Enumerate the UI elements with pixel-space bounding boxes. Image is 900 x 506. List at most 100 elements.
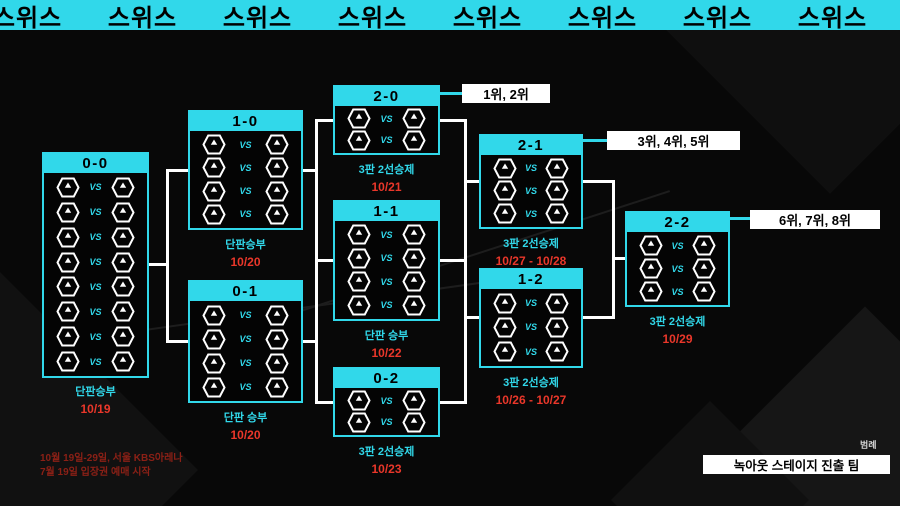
box-label: 3판 2선승제 10/23 xyxy=(323,443,450,476)
matchup-row: VS xyxy=(44,326,147,347)
record-header: 0-2 xyxy=(335,369,438,388)
team-placeholder-hexagon-icon xyxy=(111,252,135,273)
connector xyxy=(583,180,612,183)
matchup-row: VS xyxy=(190,377,301,398)
team-placeholder-hexagon-icon xyxy=(111,227,135,248)
matchup-row: VS xyxy=(627,258,728,279)
matchup-row: VS xyxy=(190,329,301,350)
event-info: 10월 19일-29일, 서울 KBS아레나 7월 19일 입장권 예매 시작 xyxy=(40,452,183,480)
team-placeholder-hexagon-icon xyxy=(111,326,135,347)
team-placeholder-hexagon-icon xyxy=(265,181,289,202)
team-placeholder-hexagon-icon xyxy=(265,377,289,397)
team-placeholder-hexagon-icon xyxy=(56,301,80,322)
team-placeholder-hexagon-icon xyxy=(545,341,569,362)
team-placeholder-hexagon-icon xyxy=(402,248,426,269)
record-header: 2-2 xyxy=(627,213,728,232)
team-placeholder-hexagon-icon xyxy=(202,181,226,202)
matchup-row: VS xyxy=(190,204,301,225)
match-date: 10/20 xyxy=(230,255,261,269)
team-placeholder-hexagon-icon xyxy=(347,130,371,151)
box-label: 단판승부 10/19 xyxy=(32,383,159,416)
banner-title: 스위스 xyxy=(890,0,900,30)
connector xyxy=(440,401,464,404)
rank-box-1-2: 1위, 2위 xyxy=(462,84,550,103)
team-placeholder-hexagon-icon xyxy=(347,271,371,292)
matchup-row: VS xyxy=(335,108,438,129)
team-placeholder-hexagon-icon xyxy=(493,180,517,201)
vs-label: VS xyxy=(380,300,393,311)
box-label: 단판승부 10/20 xyxy=(178,236,313,269)
team-placeholder-hexagon-icon xyxy=(347,248,371,269)
vs-label: VS xyxy=(239,310,252,320)
vs-label: VS xyxy=(89,232,102,243)
vs-label: VS xyxy=(239,162,252,173)
box-label: 3판 2선승제 10/26 - 10/27 xyxy=(459,374,603,407)
legend-knockout-entry: 녹아웃 스테이지 진출 팀 xyxy=(703,455,890,474)
vs-label: VS xyxy=(671,263,684,274)
team-placeholder-hexagon-icon xyxy=(402,224,426,245)
team-placeholder-hexagon-icon xyxy=(56,202,80,223)
match-date: 10/21 xyxy=(371,180,402,194)
vs-label: VS xyxy=(380,113,393,124)
team-placeholder-hexagon-icon xyxy=(692,281,716,302)
record-header: 1-1 xyxy=(335,202,438,221)
vs-label: VS xyxy=(239,334,252,344)
record-header: 1-2 xyxy=(481,270,581,289)
box-label: 3판 2선승제 10/29 xyxy=(605,313,750,346)
team-placeholder-hexagon-icon xyxy=(265,305,289,325)
team-placeholder-hexagon-icon xyxy=(56,276,80,297)
qualify-connector xyxy=(730,217,750,220)
team-placeholder-hexagon-icon xyxy=(493,293,517,314)
team-placeholder-hexagon-icon xyxy=(202,157,226,178)
legend-title: 범례 xyxy=(860,440,877,450)
banner-title: 스위스 xyxy=(452,4,523,32)
connector xyxy=(303,169,315,172)
team-placeholder-hexagon-icon xyxy=(202,204,226,225)
vs-label: VS xyxy=(380,253,393,264)
matchup-row: VS xyxy=(481,203,581,224)
team-placeholder-hexagon-icon xyxy=(493,341,517,362)
connector xyxy=(612,257,625,260)
match-format: 3판 2선승제 xyxy=(503,238,559,250)
team-placeholder-hexagon-icon xyxy=(493,317,517,338)
vs-label: VS xyxy=(524,346,537,357)
team-placeholder-hexagon-icon xyxy=(265,329,289,349)
matchup-row: VS xyxy=(190,305,301,326)
team-placeholder-hexagon-icon xyxy=(202,305,226,325)
matchup-row: VS xyxy=(627,235,728,256)
team-placeholder-hexagon-icon xyxy=(639,281,663,302)
rank-box-3-4-5: 3위, 4위, 5위 xyxy=(607,131,740,150)
matchup-row: VS xyxy=(44,227,147,248)
event-ticket-info: 7월 19일 입장권 예매 시작 xyxy=(40,467,151,478)
matchup-row: VS xyxy=(335,390,438,411)
vs-label: VS xyxy=(89,257,102,268)
matchup-row: VS xyxy=(44,252,147,273)
box-label: 단판 승부 10/20 xyxy=(178,409,313,442)
match-date: 10/23 xyxy=(371,462,402,476)
team-placeholder-hexagon-icon xyxy=(56,177,80,198)
team-placeholder-hexagon-icon xyxy=(402,412,426,433)
record-header: 0-0 xyxy=(44,154,147,173)
team-placeholder-hexagon-icon xyxy=(347,295,371,316)
team-placeholder-hexagon-icon xyxy=(545,317,569,338)
connector xyxy=(464,180,479,183)
connector xyxy=(315,119,333,122)
team-placeholder-hexagon-icon xyxy=(545,158,569,179)
matchup-row: VS xyxy=(481,317,581,338)
match-date: 10/29 xyxy=(662,332,693,346)
connector xyxy=(303,340,315,343)
matchup-row: VS xyxy=(44,276,147,297)
